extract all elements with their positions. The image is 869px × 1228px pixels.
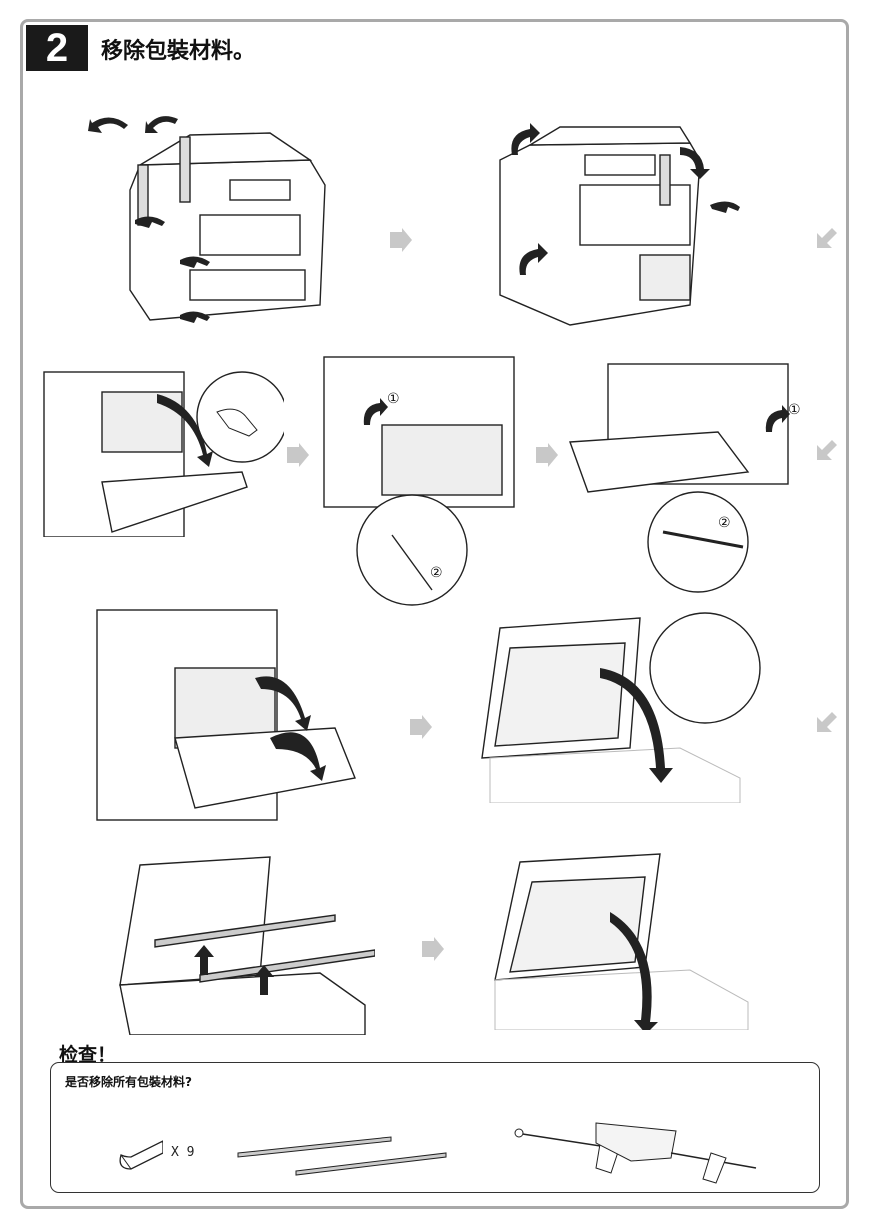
glass-sheets-icon — [237, 1136, 447, 1176]
open-feeder-illustration — [481, 612, 761, 803]
arrow-down-left-icon — [817, 440, 837, 460]
close-right-cover-illustration — [96, 609, 356, 821]
step-marker-2: ② — [718, 515, 731, 531]
remove-fixing-tape-right-illustration: ① ② — [569, 363, 801, 593]
fixing-tapes-icon — [514, 1122, 757, 1184]
check-title: 检查！ — [59, 1044, 117, 1066]
arrow-right-icon — [422, 937, 444, 961]
printer-back-tapes-illustration — [499, 123, 740, 326]
arrow-down-left-icon — [817, 228, 837, 248]
arrow-right-icon — [287, 443, 309, 467]
step-marker-1: ① — [387, 391, 400, 407]
tape-piece-icon — [119, 1140, 163, 1170]
arrow-right-icon — [390, 228, 412, 252]
remove-fixing-tape-left-illustration: ① ② — [323, 356, 515, 606]
step-number-badge: 2 — [26, 25, 88, 71]
close-feeder-illustration — [494, 853, 749, 1030]
check-question: 是否移除所有包裝材料? — [65, 1075, 192, 1089]
tape-count: X 9 — [171, 1145, 195, 1160]
remove-glass-sheets-illustration — [119, 856, 375, 1035]
open-right-cover-illustration — [43, 371, 284, 537]
arrow-right-icon — [536, 443, 558, 467]
step-title: 移除包裝材料。 — [101, 39, 256, 64]
arrow-down-left-icon — [817, 712, 837, 732]
step-marker-2: ② — [430, 565, 443, 581]
step-marker-1: ① — [788, 402, 801, 418]
arrow-right-icon — [410, 715, 432, 739]
printer-front-tapes-illustration — [88, 116, 326, 323]
checklist-box: 是否移除所有包裝材料? X 9 — [50, 1062, 820, 1193]
